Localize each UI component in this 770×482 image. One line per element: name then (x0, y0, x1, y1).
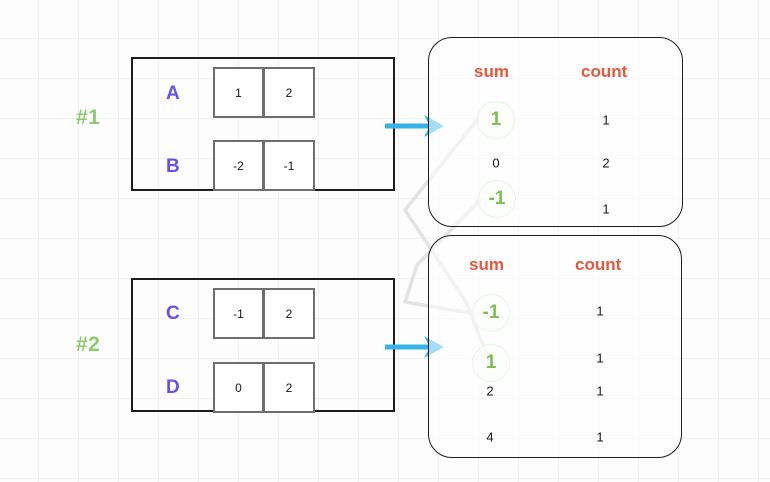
agg-header-sum-1: sum (474, 62, 509, 81)
agg-box-group-2 (428, 235, 682, 458)
highlight-circle-t2-r1 (472, 294, 510, 332)
cell-b-1: -1 (264, 140, 315, 191)
agg-sum-t2-r2: 1 (485, 352, 497, 373)
cell-a-1: 2 (264, 67, 315, 118)
agg-sum-t2-r4: 4 (486, 429, 494, 445)
highlight-circle-t1-r3 (478, 180, 516, 218)
agg-sum-t1-r3: -1 (488, 188, 506, 209)
agg-count-t1-r3: 1 (602, 201, 610, 217)
agg-header-count-2: count (575, 255, 622, 274)
agg-box-group-1 (428, 37, 683, 227)
agg-sum-t1-r2: 0 (492, 155, 500, 171)
cell-c-0: -1 (213, 288, 264, 339)
cell-pair-a: 1 2 (213, 67, 315, 118)
row-label-b: B (166, 156, 180, 177)
row-label-a: A (166, 83, 180, 104)
group-label-1: #1 (76, 106, 101, 129)
agg-count-t2-r2: 1 (596, 350, 604, 366)
cell-d-0: 0 (213, 362, 264, 413)
cell-b-0: -2 (213, 140, 264, 191)
agg-count-t2-r3: 1 (596, 383, 604, 399)
agg-sum-t1-r1: 1 (490, 109, 502, 130)
row-label-d: D (166, 377, 180, 398)
agg-count-t1-r2: 2 (602, 155, 610, 171)
agg-header-sum-2: sum (469, 255, 504, 274)
agg-count-t2-r4: 1 (596, 429, 604, 445)
cell-pair-b: -2 -1 (213, 140, 315, 191)
agg-header-count-1: count (581, 62, 628, 81)
cell-a-0: 1 (213, 67, 264, 118)
agg-sum-t2-r3: 2 (486, 383, 494, 399)
highlight-circle-t2-r2 (472, 344, 510, 382)
cell-c-1: 2 (264, 288, 315, 339)
cell-d-1: 2 (264, 362, 315, 413)
highlight-circle-t1-r1 (477, 101, 515, 139)
agg-count-t2-r1: 1 (596, 303, 604, 319)
cell-pair-d: 0 2 (213, 362, 315, 413)
agg-count-t1-r1: 1 (602, 112, 610, 128)
agg-sum-t2-r1: -1 (482, 302, 500, 323)
group-label-2: #2 (76, 333, 101, 356)
row-label-c: C (166, 303, 180, 324)
cell-pair-c: -1 2 (213, 288, 315, 339)
